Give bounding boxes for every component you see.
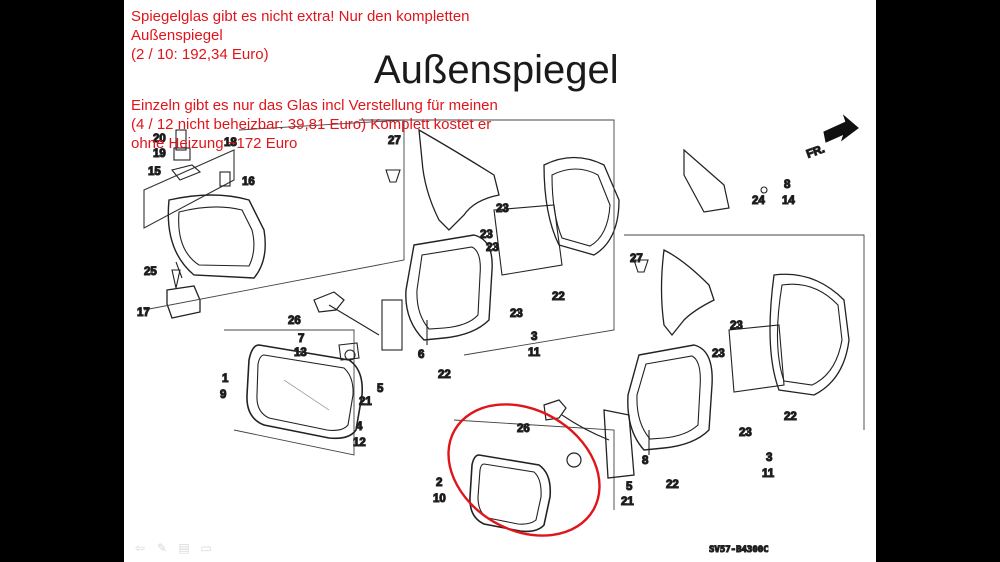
- label-23-c: 23: [486, 242, 499, 254]
- label-3-lower: 3: [766, 452, 772, 464]
- pen-icon[interactable]: ✎: [156, 541, 168, 555]
- label-23-f: 23: [712, 348, 725, 360]
- slide-title: Außenspiegel: [374, 48, 619, 92]
- label-22-c: 22: [784, 411, 797, 423]
- label-19: 19: [153, 148, 166, 160]
- label-9: 9: [220, 389, 226, 401]
- label-25: 25: [144, 266, 157, 278]
- label-23-d: 23: [510, 308, 523, 320]
- label-7: 7: [298, 333, 304, 345]
- note-bottom: Einzeln gibt es nur das Glas incl Verste…: [131, 96, 498, 153]
- fasteners: [171, 169, 768, 455]
- part-labels: 20 19 18 15 16 25 17 27 27 26 7 13 6 1 9…: [136, 132, 797, 555]
- label-23-b: 23: [480, 229, 493, 241]
- parts-diagram: FR. 20 19 18 15 16 25 17 27 27 26 7 13 6…: [136, 114, 865, 556]
- highlight-circle: [447, 403, 601, 537]
- label-10: 10: [433, 493, 446, 505]
- label-8-lower: 8: [642, 455, 649, 467]
- label-23-g: 23: [739, 427, 752, 439]
- part-code: SV57-B4300C: [709, 545, 769, 555]
- label-11-upper: 11: [528, 347, 541, 359]
- label-22-a: 22: [438, 369, 451, 381]
- label-27-right: 27: [630, 253, 643, 265]
- label-20: 20: [153, 133, 166, 145]
- label-5-upper: 5: [377, 383, 384, 395]
- label-22-b: 22: [552, 291, 565, 303]
- label-27-top: 27: [388, 135, 401, 147]
- note-bottom-line-2: (4 / 12 nicht beheizbar: 39,81 Euro) Kom…: [131, 116, 492, 133]
- small-mirror-group: [143, 119, 405, 319]
- menu-icon[interactable]: ▤: [178, 541, 190, 555]
- front-direction-indicator: FR.: [804, 114, 859, 161]
- label-12: 12: [353, 437, 366, 449]
- note-top-line-3: (2 / 10: 192,34 Euro): [131, 46, 269, 63]
- label-14: 14: [782, 195, 795, 207]
- circled-assembly-group: [447, 399, 635, 537]
- label-17: 17: [137, 307, 150, 319]
- note-bottom-line-3: ohne Heizung ~172 Euro: [131, 135, 298, 152]
- label-16: 16: [242, 176, 255, 188]
- label-6: 6: [418, 349, 424, 361]
- label-22-d: 22: [666, 479, 679, 491]
- upper-housing-group: [313, 119, 865, 430]
- label-21-lower: 21: [621, 496, 634, 508]
- label-26-upper: 26: [288, 315, 301, 327]
- note-bottom-line-1: Einzeln gibt es nur das Glas incl Verste…: [131, 97, 498, 114]
- label-5-lower: 5: [626, 481, 633, 493]
- lower-housing-group: [224, 148, 850, 510]
- label-8: 8: [784, 179, 791, 191]
- label-23-e: 23: [730, 320, 743, 332]
- label-2: 2: [436, 477, 442, 489]
- fr-label: FR.: [805, 143, 827, 161]
- slideshow-controls: ⇦ ✎ ▤ ▭: [132, 542, 214, 554]
- note-top-line-1: Spiegelglas gibt es nicht extra! Nur den…: [131, 8, 470, 25]
- fr-arrow-icon: [823, 114, 859, 143]
- label-21-upper: 21: [359, 396, 372, 408]
- label-11-lower: 11: [762, 468, 775, 480]
- label-24: 24: [752, 195, 765, 207]
- label-15: 15: [148, 166, 161, 178]
- label-1: 1: [222, 373, 229, 385]
- label-4: 4: [356, 421, 363, 433]
- slide: Spiegelglas gibt es nicht extra! Nur den…: [124, 0, 876, 562]
- label-3-upper: 3: [531, 331, 537, 343]
- note-top: Spiegelglas gibt es nicht extra! Nur den…: [131, 7, 470, 64]
- label-23-a: 23: [496, 203, 509, 215]
- label-13: 13: [294, 347, 307, 359]
- label-26-lower: 26: [517, 423, 530, 435]
- note-top-line-2: Außenspiegel: [131, 27, 223, 44]
- arrow-left-icon[interactable]: ⇦: [134, 541, 146, 555]
- label-18: 18: [224, 137, 237, 149]
- monitor-icon[interactable]: ▭: [200, 541, 212, 555]
- left-glass-group: [246, 344, 364, 440]
